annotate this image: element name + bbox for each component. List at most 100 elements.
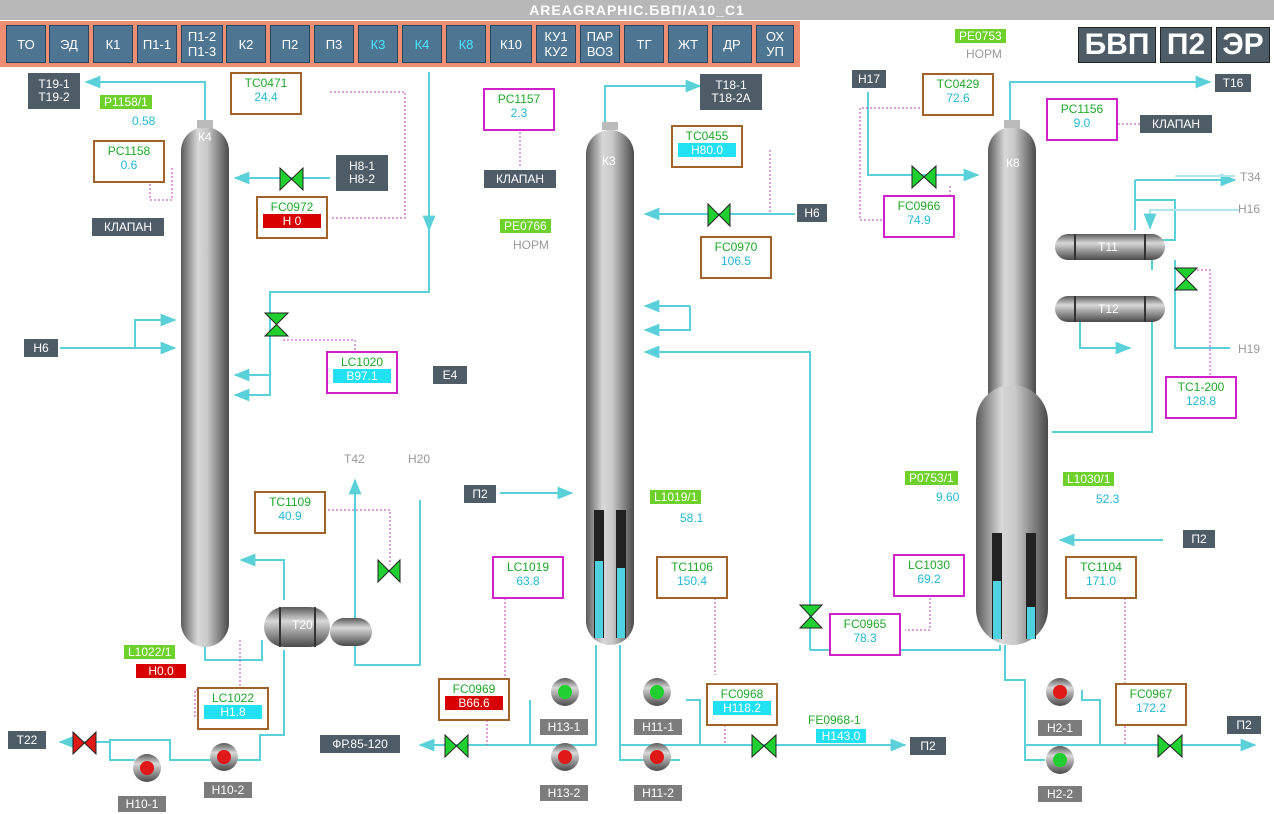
- nav-button-ku1-ku2[interactable]: КУ1 КУ2: [536, 25, 576, 63]
- stream-label-h17[interactable]: Н17: [852, 70, 886, 88]
- stream-label-p2-bottom-right[interactable]: П2: [1227, 716, 1261, 734]
- pump-label-h2-1[interactable]: Н2-1: [1038, 720, 1082, 736]
- pressure-alarm-state-top: НОРМ: [966, 47, 1002, 61]
- stream-label-t34[interactable]: Т34: [1240, 170, 1261, 184]
- stream-label-t19[interactable]: Т19-1 Т19-2: [28, 73, 80, 109]
- column-label-k8: К8: [1006, 156, 1020, 170]
- valve-label-klapan-left[interactable]: КЛАПАН: [92, 218, 164, 236]
- pump-label-h10-2[interactable]: Н10-2: [204, 782, 252, 798]
- level-fill-k3-left: [595, 561, 603, 638]
- column-label-k3: К3: [602, 154, 616, 168]
- window-title: AREAGRAPHIC.БВП/А10_С1: [0, 0, 1274, 20]
- stream-label-t18[interactable]: Т18-1 Т18-2А: [700, 74, 762, 110]
- nav-button-k10[interactable]: К10: [490, 25, 532, 63]
- stream-label-h20[interactable]: Н20: [408, 452, 431, 466]
- nav-button-oh-up[interactable]: ОХ УП: [756, 25, 794, 63]
- nav-button-p2[interactable]: П2: [270, 25, 310, 63]
- stream-label-t16[interactable]: Т16: [1215, 74, 1251, 92]
- pump-label-h13-1[interactable]: Н13-1: [540, 719, 588, 735]
- nav-button-zht[interactable]: ЖТ: [668, 25, 708, 63]
- valve-label-klapan-right[interactable]: КЛАПАН: [1140, 115, 1212, 133]
- nav-button-k4[interactable]: К4: [402, 25, 442, 63]
- indicator-tag-l1030: L1030/1: [1063, 472, 1115, 486]
- column-label-k4: К4: [198, 130, 212, 144]
- nav-button-tg[interactable]: ТГ: [624, 25, 664, 63]
- stream-label-h8[interactable]: Н8-1 Н8-2: [336, 155, 388, 191]
- stream-label-p2-bottom-mid[interactable]: П2: [910, 737, 946, 755]
- pressure-alarm-state-mid: НОРМ: [513, 238, 549, 252]
- indicator-value-l1030: 52.3: [1096, 492, 1120, 506]
- stream-label-t42[interactable]: Т42: [344, 452, 365, 466]
- pump-label-h11-2[interactable]: Н11-2: [634, 785, 682, 801]
- indicator-value-l1022: Н0.0: [136, 664, 186, 678]
- nav-button-ed[interactable]: ЭД: [49, 25, 89, 63]
- indicator-tag-p1158: P1158/1: [100, 95, 152, 109]
- pump-label-h11-1[interactable]: Н11-1: [634, 719, 682, 735]
- nav-button-p1-2-p1-3[interactable]: П1-2 П1-3: [181, 25, 223, 63]
- pump-label-h13-2[interactable]: Н13-2: [540, 785, 588, 801]
- stream-label-e4[interactable]: Е4: [433, 366, 467, 384]
- nav-button-dr[interactable]: ДР: [712, 25, 752, 63]
- pressure-alarm-tag-top: PE0753: [955, 29, 1006, 43]
- nav-button-p3[interactable]: П3: [314, 25, 354, 63]
- indicator-value-fe0968: Н143.0: [816, 729, 866, 743]
- pressure-alarm-tag-mid: PE0766: [500, 219, 551, 233]
- exchanger-label-t20: Т20: [292, 618, 313, 632]
- mode-button-er[interactable]: ЭР: [1216, 27, 1270, 63]
- nav-button-k8[interactable]: К8: [446, 25, 486, 63]
- valve-label-klapan-mid[interactable]: КЛАПАН: [484, 170, 556, 188]
- stream-label-t22[interactable]: Т22: [8, 731, 46, 749]
- nav-button-k2[interactable]: К2: [226, 25, 266, 63]
- nav-button-to[interactable]: ТО: [6, 25, 46, 63]
- pump-label-h10-1[interactable]: Н10-1: [118, 796, 166, 812]
- indicator-tag-p0753: P0753/1: [905, 471, 958, 485]
- level-fill-k3-right: [617, 568, 625, 638]
- stream-label-h6-left[interactable]: Н6: [24, 339, 58, 357]
- indicator-tag-l1019: L1019/1: [650, 490, 702, 504]
- indicator-tag-l1022: L1022/1: [124, 645, 176, 659]
- mode-button-bvp[interactable]: БВП: [1078, 27, 1156, 63]
- stream-label-h6-mid[interactable]: Н6: [797, 204, 827, 222]
- stream-label-p2-right[interactable]: П2: [1183, 530, 1215, 548]
- pump-label-h2-2[interactable]: Н2-2: [1038, 786, 1082, 802]
- indicator-value-p1158: 0.58: [132, 114, 156, 128]
- exchanger-label-t11: Т11: [1098, 240, 1118, 254]
- stream-label-fr-85-120[interactable]: ФР.85-120: [320, 735, 400, 753]
- stream-label-p2-mid[interactable]: П2: [464, 485, 496, 503]
- nav-button-k1[interactable]: К1: [93, 25, 133, 63]
- level-fill-k8-left: [993, 581, 1001, 639]
- nav-button-p1-1[interactable]: П1-1: [137, 25, 177, 63]
- indicator-value-p0753: 9.60: [936, 490, 960, 504]
- nav-button-par-voz[interactable]: ПАР ВОЗ: [580, 25, 620, 63]
- nav-button-k3[interactable]: К3: [358, 25, 398, 63]
- mode-button-p2[interactable]: П2: [1160, 27, 1212, 63]
- stream-label-h16[interactable]: Н16: [1238, 202, 1261, 216]
- level-fill-k8-right: [1027, 607, 1035, 639]
- indicator-value-l1019: 58.1: [680, 511, 704, 525]
- stream-label-h19[interactable]: Н19: [1238, 342, 1261, 356]
- navigation-bar: [0, 21, 800, 67]
